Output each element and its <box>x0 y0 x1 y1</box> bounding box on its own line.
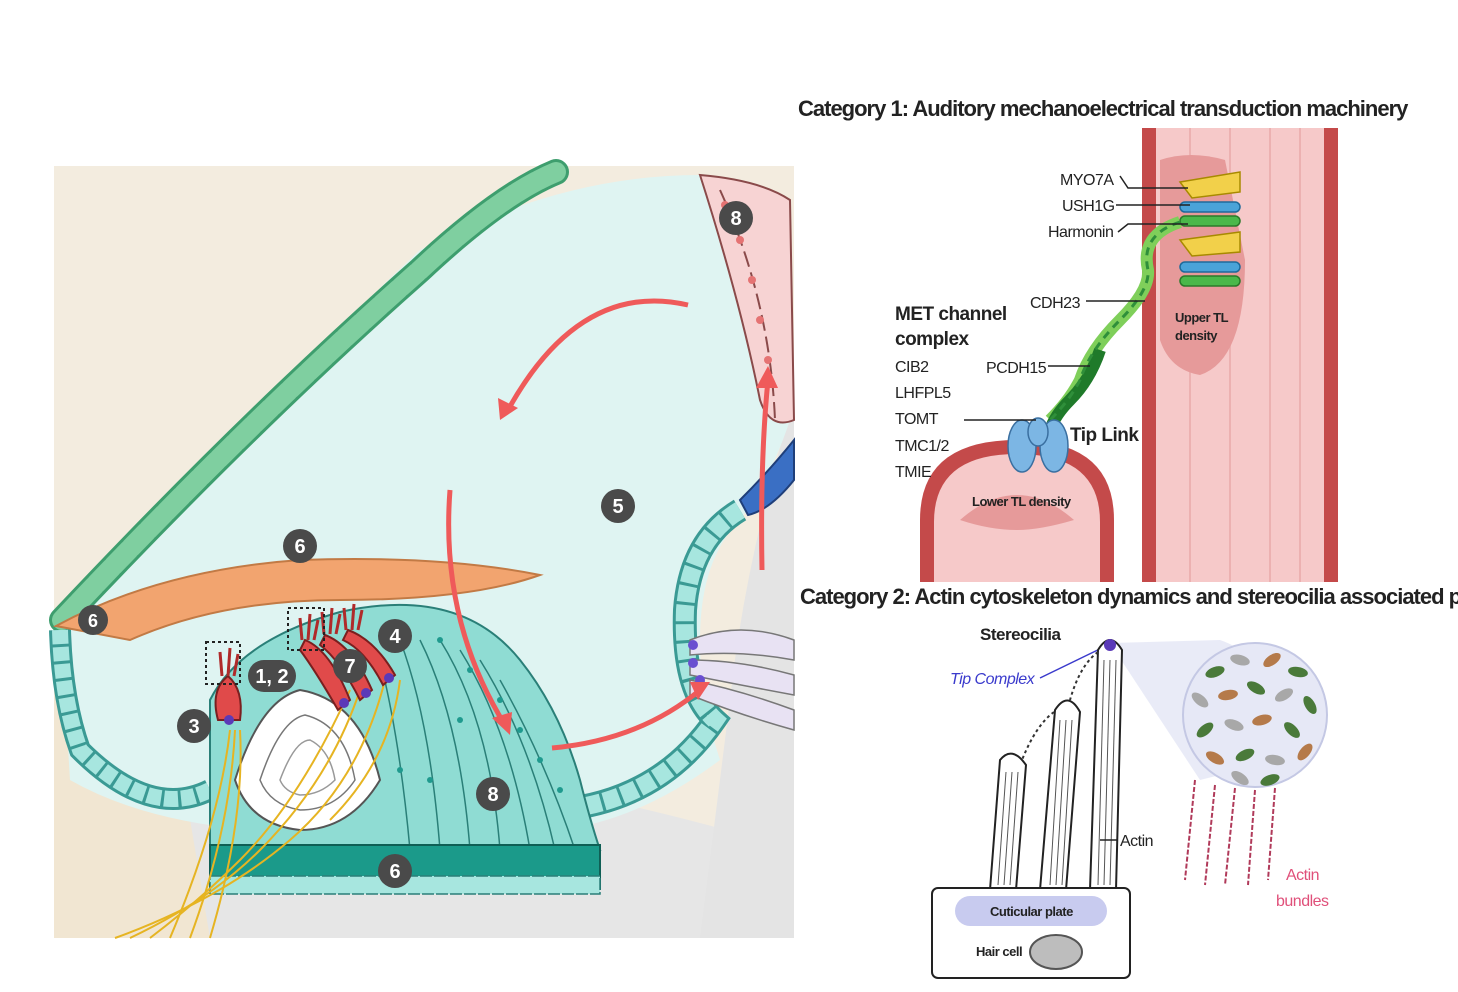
label-stereocilia: Stereocilia <box>980 625 1062 644</box>
inner-sulcus-cells <box>52 629 214 807</box>
marker-5-label: 5 <box>612 496 623 518</box>
label-ush1g: USH1G <box>1062 198 1115 215</box>
label-lower-tl: Lower TL density <box>972 494 1072 509</box>
label-actin-bundles-2: bundles <box>1276 893 1329 910</box>
nucleus <box>1029 934 1083 970</box>
category1-title: Category 1: Auditory mechanoelectrical t… <box>798 96 1409 121</box>
marker-6-bottom: 6 <box>378 854 412 888</box>
spiral-prominence-cells <box>738 437 795 517</box>
label-hair-cell: Hair cell <box>976 944 1022 959</box>
actin-bundle-chains <box>1184 779 1276 886</box>
category2-panel: Category 2: Actin cytoskeleton dynamics … <box>800 584 1458 979</box>
marker-6-left-label: 6 <box>88 611 98 631</box>
category2-title: Category 2: Actin cytoskeleton dynamics … <box>800 584 1458 609</box>
ihc-bundle-inset-box <box>205 641 241 685</box>
marker-4-label: 4 <box>389 626 401 648</box>
actin-crosslinkers <box>1191 652 1317 786</box>
label-tmc: TMC1/2 <box>895 438 950 455</box>
label-tomt: TOMT <box>895 411 939 428</box>
reissners-membrane <box>49 159 569 633</box>
marker-4: 4 <box>378 619 412 653</box>
ohc-bundle-inset-box <box>287 607 325 651</box>
tunnel-inner-outline <box>259 714 356 811</box>
basilar-cells <box>209 875 601 895</box>
tunnel-inner-outline-2 <box>279 739 336 796</box>
label-tip-complex: Tip Complex <box>950 671 1036 688</box>
label-cdh23: CDH23 <box>1030 295 1081 312</box>
label-harmonin: Harmonin <box>1048 224 1113 241</box>
label-actin: Actin <box>1120 833 1153 850</box>
lower-tl-density <box>960 495 1074 530</box>
cochlear-duct-panel: 8 5 6 6 1, 2 3 7 4 8 6 <box>49 159 796 939</box>
potassium-recycling-arrows <box>446 298 771 751</box>
label-tip-link: Tip Link <box>1070 425 1139 446</box>
label-cuticular-plate: Cuticular plate <box>990 904 1073 919</box>
tunnel-of-corti <box>233 688 382 832</box>
marker-5: 5 <box>601 489 635 523</box>
label-cib2: CIB2 <box>895 359 929 376</box>
cuticular-plate <box>955 896 1107 926</box>
outer-hair-cells <box>298 603 397 712</box>
label-pcdh15: PCDH15 <box>986 360 1047 377</box>
tip-complex-dot <box>1104 639 1116 651</box>
marker-6-mid: 6 <box>283 529 317 563</box>
supporting-cell-nuclei <box>397 637 563 793</box>
actin-filaments-lines <box>997 659 1117 886</box>
category1-panel: Category 1: Auditory mechanoelectrical t… <box>798 96 1410 582</box>
nerve-fibers <box>114 679 401 939</box>
marker-8-top-label: 8 <box>730 208 741 230</box>
short-stereocilium <box>920 440 1114 582</box>
label-tmie: TMIE <box>895 464 931 481</box>
leader-lines <box>964 175 1190 421</box>
tectorial-membrane <box>53 558 544 642</box>
met-channel <box>1007 417 1069 473</box>
bundle-cross-section <box>1182 642 1328 788</box>
marker-6-left: 6 <box>78 605 108 635</box>
inner-hair-cell <box>214 647 242 725</box>
tip-link-twist <box>1048 220 1181 422</box>
marker-7-label: 7 <box>344 656 355 678</box>
stereocilia-links <box>1021 651 1099 761</box>
marker-8-bottom-label: 8 <box>487 784 498 806</box>
marker-8-bottom: 8 <box>476 777 510 811</box>
marker-3-label: 3 <box>188 716 199 738</box>
upper-tip-link-complex <box>1178 171 1241 287</box>
pcdh15-strand <box>1044 348 1106 433</box>
label-lhfpl5: LHFPL5 <box>895 385 951 402</box>
label-met-title-2: complex <box>895 329 970 350</box>
marker-3: 3 <box>177 709 211 743</box>
marker-7: 7 <box>333 649 367 683</box>
label-upper-tl-2: density <box>1175 328 1218 343</box>
arrow-heads <box>492 366 778 735</box>
marker-1-2-label: 1, 2 <box>255 666 288 688</box>
tall-stereocilium <box>1142 128 1338 582</box>
marker-6-bottom-label: 6 <box>389 861 400 883</box>
label-met-title-1: MET channel <box>895 304 1007 325</box>
tip-complex-leader <box>1039 644 1109 679</box>
marker-6-mid-label: 6 <box>294 536 305 558</box>
marker-1-2: 1, 2 <box>248 660 296 692</box>
marker-8-top: 8 <box>719 201 753 235</box>
label-upper-tl-1: Upper TL <box>1175 310 1229 325</box>
label-myo7a: MYO7A <box>1060 172 1114 189</box>
label-actin-bundles-1: Actin <box>1286 867 1319 884</box>
